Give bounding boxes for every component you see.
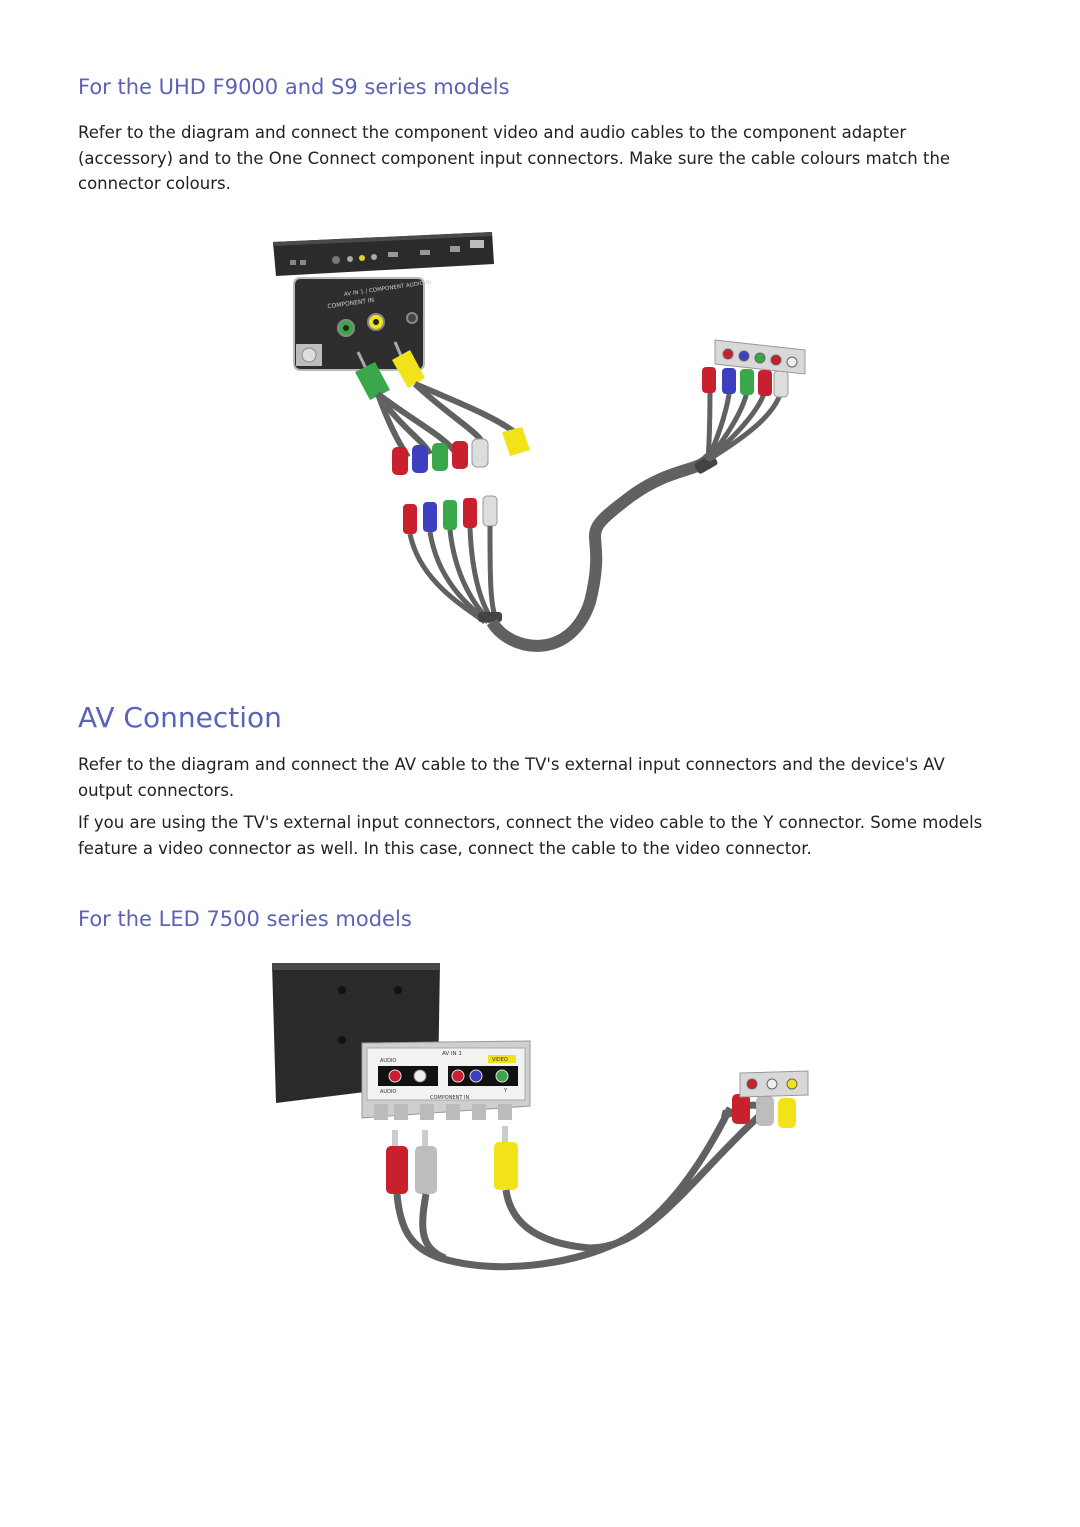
av-connection-heading: AV Connection bbox=[78, 701, 282, 734]
one-connect-component-diagram: COMPONENT IN AV IN 1 / COMPONENT AUDIO I… bbox=[270, 222, 815, 662]
av-connection-text-1: Refer to the diagram and connect the AV … bbox=[78, 755, 945, 800]
av-in-1-label: AV IN 1 bbox=[442, 1051, 462, 1057]
led-av-diagram: AV IN 1 AUDIO VIDEO AUDIO Y COMPONENT IN bbox=[270, 958, 815, 1283]
audio-label: AUDIO bbox=[380, 1058, 396, 1064]
component-in-label-2: COMPONENT IN bbox=[430, 1095, 469, 1101]
y-label: Y bbox=[503, 1088, 508, 1094]
av-connection-text-2: If you are using the TV's external input… bbox=[78, 813, 983, 858]
uhd-section-heading: For the UHD F9000 and S9 series models bbox=[78, 75, 510, 99]
led-section-heading: For the LED 7500 series models bbox=[78, 907, 412, 931]
uhd-section-text: Refer to the diagram and connect the com… bbox=[78, 123, 951, 193]
video-label: VIDEO bbox=[492, 1057, 508, 1063]
audio-label-2: AUDIO bbox=[380, 1089, 396, 1095]
